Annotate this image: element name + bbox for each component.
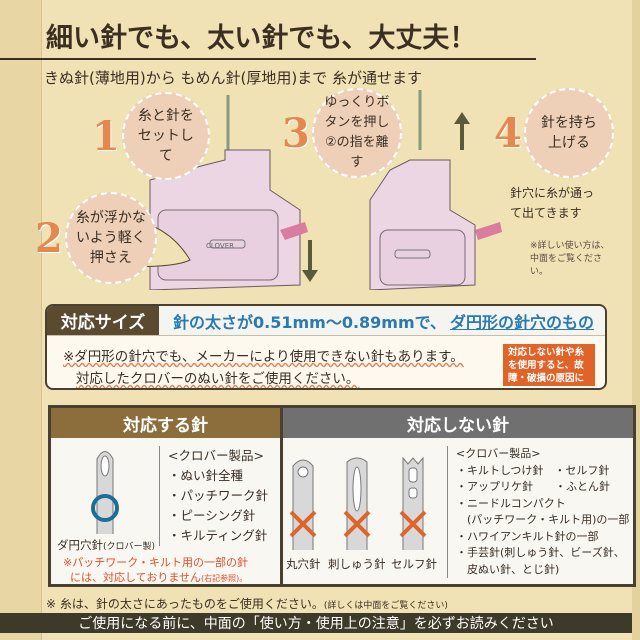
needle-label: 刺しゅう針 bbox=[328, 557, 386, 571]
list-item: ・ぬい針全種 bbox=[168, 468, 244, 483]
step-number: 3 bbox=[282, 109, 310, 157]
warning-badge: 対応しない針や糸を使用すると、故障・破損の原因になります。 bbox=[503, 344, 595, 388]
result-text: 針穴に糸が通って出てきます bbox=[510, 186, 595, 220]
partial-note: ※パッチワーク・キルト用の一部の針 には、対応しておりません(右記参照)。 bbox=[63, 556, 248, 584]
oval-eye-needle-icon bbox=[91, 451, 119, 534]
needle-label: 丸穴針 bbox=[286, 557, 321, 571]
compatible-column: 対応する針 ダ円穴針(クロバー製) <クロバー製品> ・ぬい針全種 ・パッチワー… bbox=[51, 408, 283, 584]
list-title: <クロバー製品> bbox=[168, 448, 264, 463]
needle-label: セルフ針 bbox=[391, 557, 437, 571]
needle-label: ダ円穴針(クロバー製) bbox=[57, 538, 156, 552]
step-number: 2 bbox=[35, 214, 63, 262]
list-item: ・ピーシング針 bbox=[168, 508, 256, 523]
list-item: ・ハワイアンキルト針の一部 bbox=[456, 529, 599, 543]
compatibility-table: 対応する針 ダ円穴針(クロバー製) <クロバー製品> ・ぬい針全種 ・パッチワー… bbox=[48, 405, 636, 587]
list-item: ・ニードルコンパクト bbox=[456, 496, 566, 510]
oval-eye-link: ダ円形の針穴のもの bbox=[450, 312, 595, 332]
step-1: 1 糸と針をセットして bbox=[92, 92, 210, 180]
page-title: 細い針でも、太い針でも、大丈夫！ bbox=[46, 23, 477, 54]
read-instructions-banner: ご使用になる前に、中面の「使い方・使用上の注意」を必ずお読みください bbox=[0, 613, 632, 633]
step-2: 2 糸が浮かないよう軽く押さえ bbox=[35, 192, 157, 284]
list-item: ・手芸針(刺しゅう針、ビーズ針、 bbox=[456, 546, 625, 559]
subtitle: きぬ針(薄地用)から もめん針(厚地用)まで 糸が通せます bbox=[44, 69, 422, 87]
step-number: 1 bbox=[92, 112, 120, 160]
size-box: 対応サイズ 針の太さが0.51mm～0.89mmで、ダ円形の針穴のもの ※ダ円形… bbox=[45, 304, 607, 390]
incompatible-needles-icon bbox=[289, 456, 427, 550]
title-underline bbox=[0, 58, 536, 60]
incompatible-column: 対応しない針 丸穴針 刺しゅう針 セルフ針 <クロバー製品> ・キルトしつけ針 … bbox=[283, 408, 633, 584]
thread-note: ※ 糸は、針の太さにあったものをご使用ください。(詳しくは中面をご覧ください) bbox=[46, 597, 448, 611]
step-number: 4 bbox=[494, 109, 522, 157]
right-edge bbox=[632, 0, 640, 640]
ok-circle-icon bbox=[91, 494, 119, 522]
step-text: 糸が浮かないよう軽く押さえ bbox=[64, 192, 157, 284]
step-text: 糸と針をセットして bbox=[121, 92, 210, 180]
size-note: ※ダ円形の針穴でも、メーカーにより使用できない針もあります。 対応したクロバーの… bbox=[63, 349, 464, 387]
list-item: 皮ぬい針、とじ針) bbox=[456, 562, 560, 576]
size-value: 針の太さが0.51mm～0.89mmで、ダ円形の針穴のもの bbox=[159, 306, 605, 335]
list-item: ・アップリケ針 ・ふとん針 bbox=[456, 480, 610, 493]
step-4: 4 針を持ち上げる bbox=[494, 88, 614, 178]
compatible-header: 対応する針 bbox=[51, 408, 280, 438]
brand-label: CLOVER bbox=[206, 242, 234, 250]
list-item: ・キルトしつけ針 ・セルフ針 bbox=[456, 463, 610, 477]
step-text: ゆっくりボタンを押し②の指を離す bbox=[311, 88, 402, 178]
step-3: 3 ゆっくりボタンを押し②の指を離す bbox=[282, 88, 402, 178]
step-text: 針を持ち上げる bbox=[523, 88, 614, 178]
incompatible-header: 対応しない針 bbox=[283, 408, 633, 438]
ng-cross-icons bbox=[289, 510, 427, 538]
list-item: ・キルティング針 bbox=[168, 528, 268, 543]
left-edge bbox=[0, 0, 42, 640]
list-title: <クロバー製品> bbox=[456, 447, 541, 460]
list-item: (パッチワーク・キルト用)の一部 bbox=[456, 513, 630, 526]
list-item: ・パッチワーク針 bbox=[168, 488, 269, 503]
detail-note: ※詳しい使い方は、中面をご覧ください。 bbox=[530, 241, 610, 277]
size-label: 対応サイズ bbox=[47, 306, 159, 335]
